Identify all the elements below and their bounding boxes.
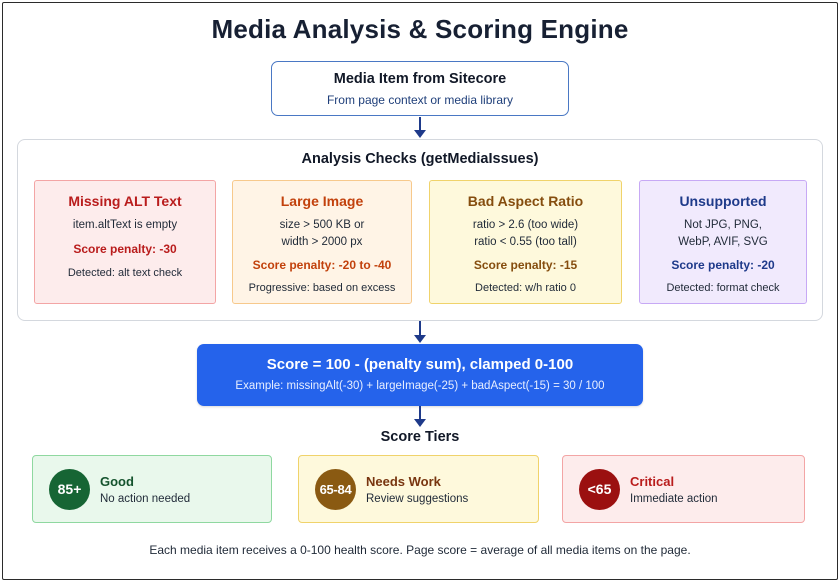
description-line: ratio > 2.6 (too wide)	[472, 219, 579, 231]
score-example: Example: missingAlt(-30) + largeImage(-2…	[235, 380, 605, 392]
tier-badge: <65	[579, 469, 620, 510]
check-card-penalty: Score penalty: -20	[671, 258, 775, 272]
tier-name: Good	[100, 474, 134, 489]
source-subheading: From page context or media library	[326, 93, 514, 107]
check-card-detection: Detected: alt text check	[67, 267, 183, 279]
check-card-penalty: Score penalty: -30	[73, 242, 177, 256]
analysis-checks-title: Analysis Checks (getMediaIssues)	[301, 151, 539, 167]
description-line: Not JPG, PNG,	[684, 219, 762, 231]
check-card-missing-alt: Missing ALT Text item.altText is empty S…	[34, 180, 216, 304]
tier-name: Critical	[630, 474, 675, 489]
check-card-title: Large Image	[280, 193, 364, 209]
tier-name: Needs Work	[366, 474, 441, 489]
tier-badge: 85+	[49, 469, 90, 510]
check-card-title: Unsupported	[679, 193, 767, 209]
arrow-down-icon	[414, 117, 426, 139]
description-line: WebP, AVIF, SVG	[678, 236, 768, 248]
media-item-source-box: Media Item from Sitecore From page conte…	[271, 61, 569, 116]
tier-description: Immediate action	[630, 493, 718, 505]
tier-needs-work: 65-84 Needs Work Review suggestions	[298, 455, 539, 523]
tier-good: 85+ Good No action needed	[32, 455, 272, 523]
tier-badge: 65-84	[315, 469, 356, 510]
check-card-title: Bad Aspect Ratio	[467, 193, 584, 209]
source-heading: Media Item from Sitecore	[333, 71, 507, 87]
check-card-penalty: Score penalty: -15	[473, 258, 578, 272]
tier-critical: <65 Critical Immediate action	[562, 455, 805, 523]
check-card-description: size > 500 KB or width > 2000 px	[233, 217, 411, 251]
arrow-down-icon	[414, 406, 426, 428]
diagram-title: Media Analysis & Scoring Engine	[211, 14, 629, 44]
tier-description: Review suggestions	[366, 493, 469, 505]
check-card-description: item.altText is empty	[35, 217, 215, 234]
description-line: size > 500 KB or	[279, 219, 365, 231]
check-card-bad-aspect-ratio: Bad Aspect Ratio ratio > 2.6 (too wide) …	[429, 180, 622, 304]
check-card-unsupported: Unsupported Not JPG, PNG, WebP, AVIF, SV…	[639, 180, 807, 304]
check-card-large-image: Large Image size > 500 KB or width > 200…	[232, 180, 412, 304]
check-card-detection: Detected: format check	[666, 282, 780, 294]
description-line: width > 2000 px	[281, 236, 363, 248]
score-formula: Score = 100 - (penalty sum), clamped 0-1…	[266, 356, 574, 373]
check-card-detection: Detected: w/h ratio 0	[475, 282, 576, 294]
score-formula-box: Score = 100 - (penalty sum), clamped 0-1…	[197, 344, 643, 406]
check-card-description: Not JPG, PNG, WebP, AVIF, SVG	[640, 217, 806, 251]
description-line: item.altText is empty	[72, 219, 178, 231]
check-card-penalty: Score penalty: -20 to -40	[252, 258, 392, 272]
arrow-down-icon	[414, 321, 426, 344]
check-card-title: Missing ALT Text	[68, 193, 182, 209]
score-tiers-title: Score Tiers	[380, 429, 460, 445]
description-line: ratio < 0.55 (too tall)	[474, 236, 577, 248]
tier-description: No action needed	[100, 493, 191, 505]
check-card-detection: Progressive: based on excess	[248, 282, 396, 294]
check-card-description: ratio > 2.6 (too wide) ratio < 0.55 (too…	[430, 217, 621, 251]
analysis-checks-panel: Analysis Checks (getMediaIssues) Missing…	[17, 139, 823, 321]
footer-note: Each media item receives a 0-100 health …	[149, 543, 691, 557]
